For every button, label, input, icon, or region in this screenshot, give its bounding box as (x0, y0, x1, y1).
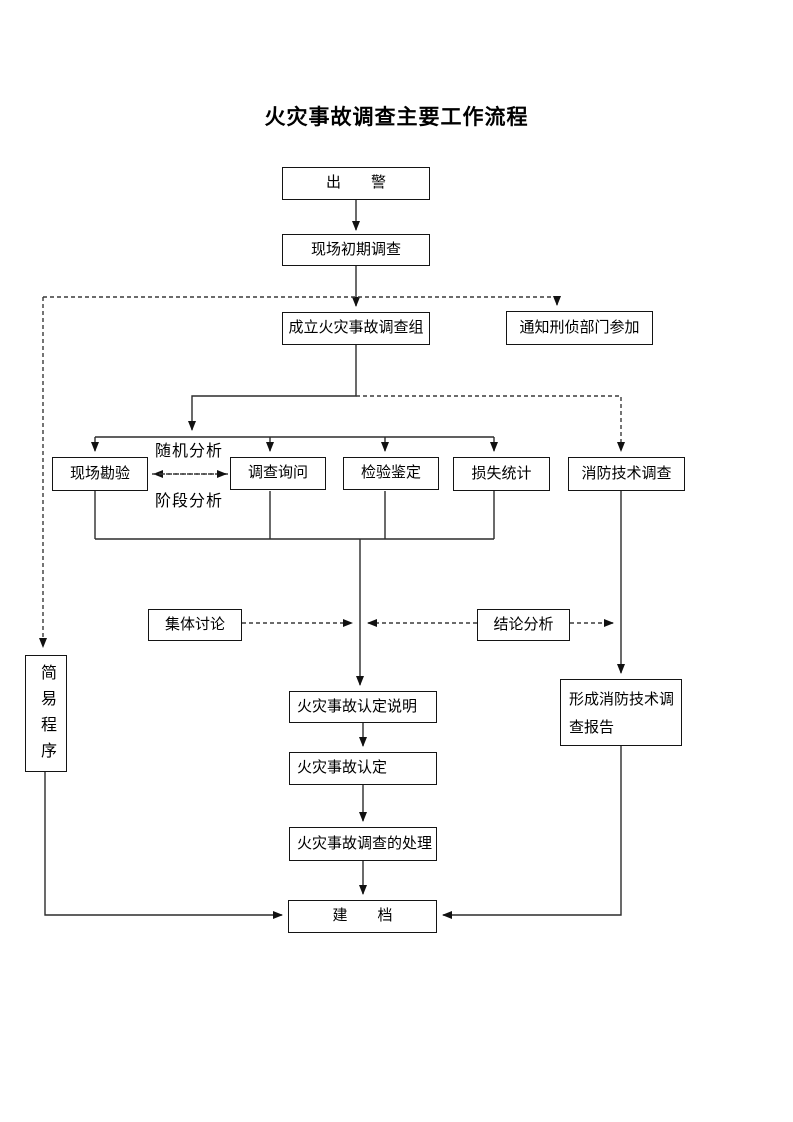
node-notify-criminal-investigation: 通知刑侦部门参加 (506, 311, 653, 345)
node-conclusion-analysis: 结论分析 (477, 609, 570, 641)
edge-report-to-archive (442, 746, 622, 919)
edge-dashed-to-notify-criminal (43, 296, 561, 306)
edge-simple-procedure-to-archive (44, 772, 283, 919)
node-fire-accident-determination: 火灾事故认定 (289, 752, 437, 785)
node-initial-scene-investigation: 现场初期调查 (282, 234, 430, 266)
node-dispatch: 出 警 (282, 167, 430, 200)
node-inspection-appraisal: 检验鉴定 (343, 457, 439, 490)
node-archive: 建 档 (288, 900, 437, 933)
node-group-discussion: 集体讨论 (148, 609, 242, 641)
node-fire-technical-investigation: 消防技术调查 (568, 457, 685, 491)
node-fire-accident-investigation-handling: 火灾事故调查的处理 (289, 827, 437, 861)
label-stage-analysis: 阶段分析 (155, 493, 224, 510)
node-fire-accident-determination-statement: 火灾事故认定说明 (289, 691, 437, 723)
node-simple-procedure: 简易程序 (25, 655, 67, 772)
edge-team-to-distributor (188, 345, 357, 431)
node-loss-statistics: 损失统计 (453, 457, 550, 491)
node-investigation-inquiry: 调查询问 (230, 457, 326, 490)
label-random-analysis: 随机分析 (155, 443, 224, 460)
edge-dashed-to-firetech (356, 395, 625, 452)
node-scene-inspection: 现场勘验 (52, 457, 148, 491)
page-title: 火灾事故调查主要工作流程 (264, 106, 529, 129)
node-establish-investigation-team: 成立火灾事故调查组 (282, 312, 430, 345)
node-form-technical-report: 形成消防技术调查报告 (560, 679, 682, 746)
